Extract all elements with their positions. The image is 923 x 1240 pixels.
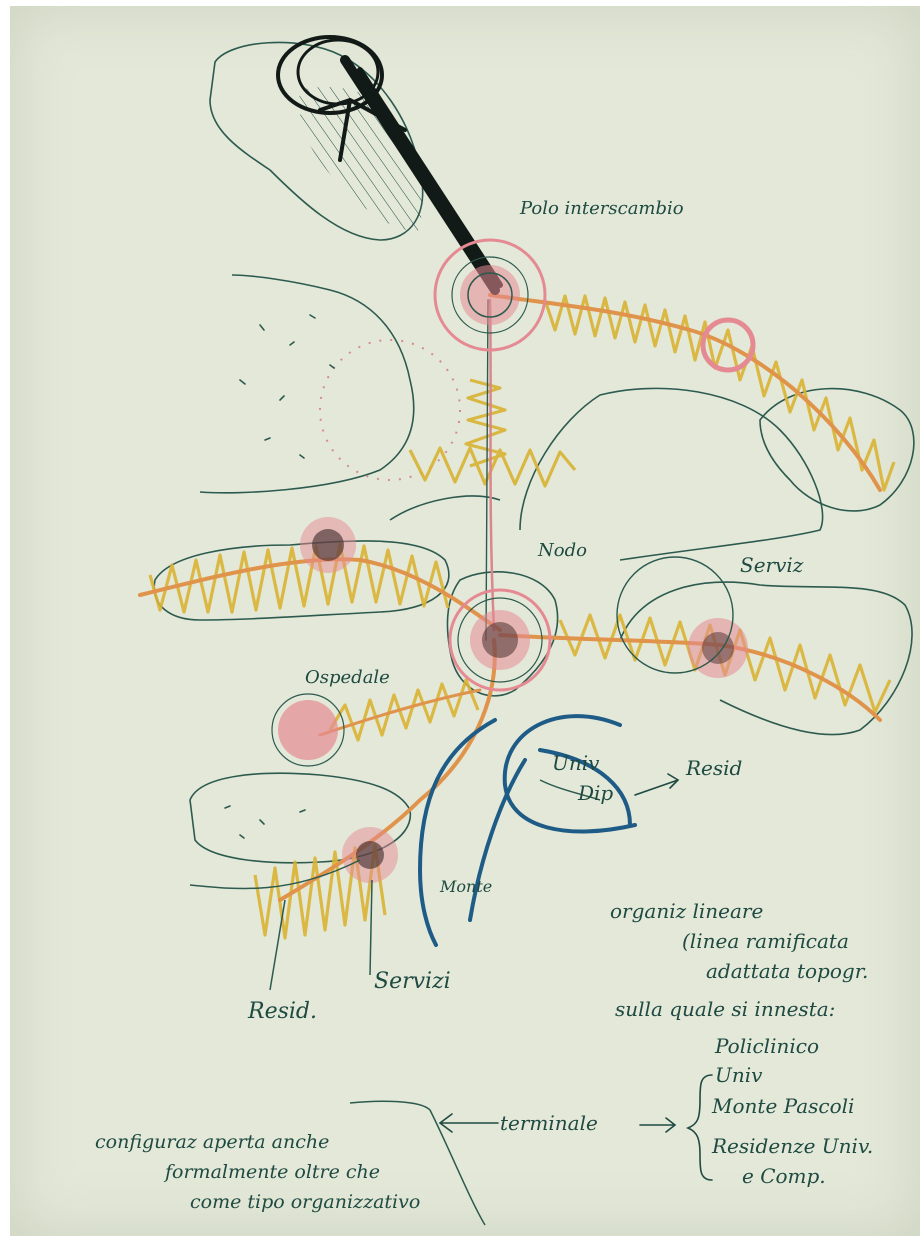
dotted-circle: [320, 340, 460, 480]
arrow-terminale-left: [440, 1114, 498, 1132]
label-univ: Univ: [552, 751, 600, 775]
yellow-bands: [150, 296, 894, 938]
zone-right-mid: [520, 388, 823, 560]
label-nodo: Nodo: [537, 540, 587, 561]
label-resid-right: Resid: [685, 756, 742, 780]
note-line-6: Univ: [715, 1063, 763, 1087]
note-line-4: sulla quale si innesta:: [615, 997, 835, 1021]
note-config-2: formalmente oltre che: [163, 1161, 380, 1183]
label-polo: Polo interscambio: [519, 198, 684, 219]
note-line-3: adattata topogr.: [706, 959, 868, 983]
node-bottom: [342, 827, 398, 883]
hatched-area: [299, 87, 421, 231]
arrow-terminale-right: [640, 1118, 675, 1132]
spine-upper-right: [490, 295, 880, 490]
note-line-7: Monte Pascoli: [711, 1094, 854, 1118]
zone-left-upper: [200, 275, 414, 493]
label-ospedale: Ospedale: [305, 667, 390, 688]
label-monte: Monte: [439, 877, 492, 896]
note-line-8: Residenze Univ.: [711, 1134, 873, 1158]
blue-arcs: [420, 716, 635, 945]
arrow-dip-resid: [635, 774, 678, 795]
note-line-5: Policlinico: [714, 1034, 819, 1058]
notes-block: organiz lineare (linea ramificata adatta…: [95, 899, 873, 1213]
note-line-1: organiz lineare: [610, 899, 763, 923]
label-servizi-bottom: Servizi: [374, 969, 451, 994]
band-center-left: [410, 448, 575, 486]
note-config-3: come tipo organizzativo: [190, 1191, 420, 1213]
note-line-9: e Comp.: [742, 1164, 826, 1188]
node-polo: [435, 240, 545, 350]
node-center: [450, 590, 550, 690]
note-terminale: terminale: [500, 1111, 598, 1135]
note-line-2: (linea ramificata: [682, 929, 849, 953]
note-config-1: configuraz aperta anche: [95, 1131, 329, 1153]
node-left: [300, 517, 356, 573]
label-servizi-right: Serviz: [740, 553, 804, 577]
label-resid-bottom: Resid.: [247, 999, 317, 1024]
band-left-mid: [150, 544, 448, 612]
zone-outlines: [154, 42, 914, 862]
label-dip: Dip: [577, 781, 613, 805]
dot-marks: [225, 315, 334, 838]
node-ospedale: [272, 694, 344, 766]
zone-ring-mid: [390, 496, 500, 520]
brace: [688, 1075, 712, 1180]
band-upper-right: [545, 296, 894, 490]
